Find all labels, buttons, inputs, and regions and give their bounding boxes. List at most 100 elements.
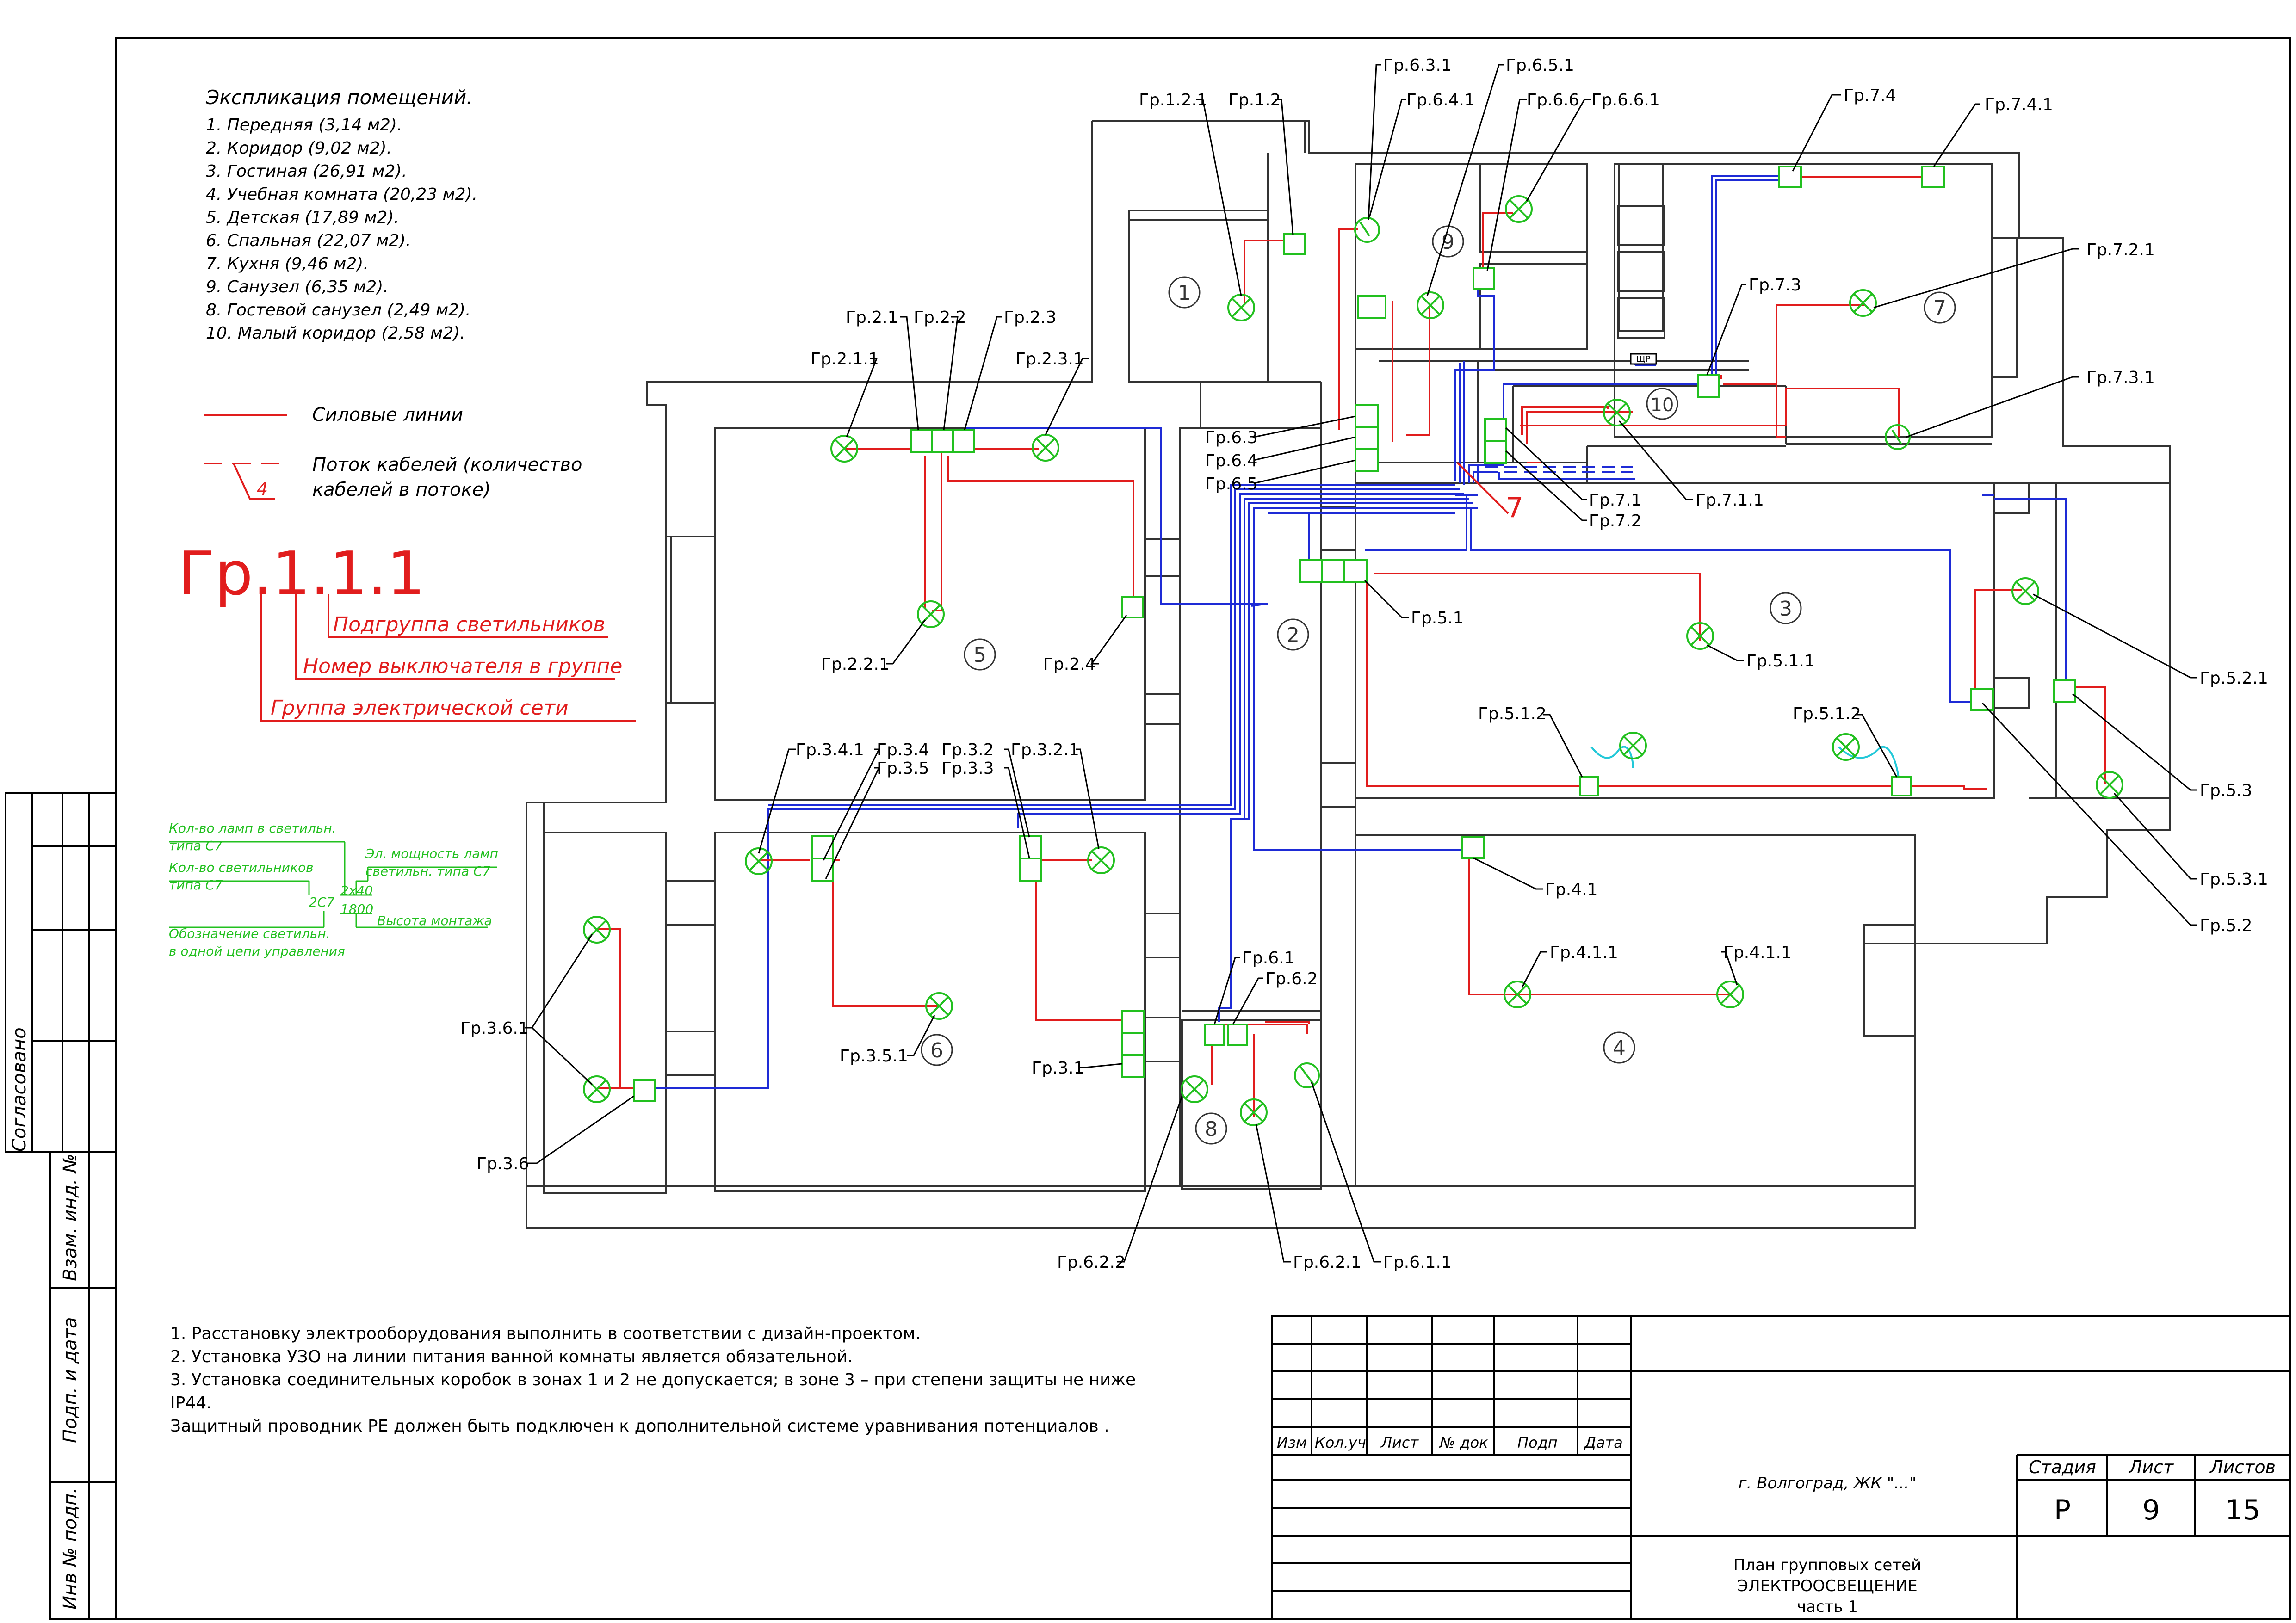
group-label: Гр.3.1	[1032, 1059, 1084, 1078]
switch-icon	[1204, 1024, 1225, 1046]
fixture-legend-height-label: Высота монтажа	[377, 913, 492, 928]
note: IP44.	[170, 1394, 212, 1413]
group-label: Гр.2.2.1	[821, 655, 890, 674]
room-number: 6	[930, 1039, 943, 1062]
switch-icon	[1579, 776, 1599, 796]
tb-header: Лист	[1380, 1434, 1419, 1451]
switch-icon	[1921, 166, 1945, 188]
leader-lines	[525, 64, 2197, 1263]
group-label: Гр.2.1.1	[811, 350, 879, 369]
tb-header: Изм	[1277, 1434, 1307, 1451]
group-label: Гр.6.2.1	[1293, 1253, 1362, 1272]
group-label: Гр.5.1.2	[1478, 704, 1547, 723]
group-label: Гр.3.2.1	[1011, 741, 1079, 759]
group-label: Гр.5.2.1	[2200, 669, 2268, 688]
group-label: Гр.3.4	[877, 741, 929, 759]
group-label: Гр.6.5.1	[1506, 56, 1574, 75]
group-label: Гр.5.3	[2200, 781, 2253, 800]
group-label: Гр.5.1	[1411, 609, 1464, 628]
group-label: Гр.7.4	[1844, 86, 1896, 105]
lamp-icon	[1832, 733, 1860, 761]
switch-icon	[1121, 1032, 1145, 1056]
group-label: Гр.2.4	[1043, 655, 1096, 674]
legend-power-lines: Силовые линии	[312, 404, 463, 426]
group-label: Гр.7.1.1	[1696, 491, 1764, 510]
room-number-labels: 1 2 3 4 5 6 7 8 9 10	[930, 230, 1946, 1141]
explication-item: 8. Гостевой санузел (2,49 м2).	[206, 301, 471, 320]
lamp-icon	[1294, 1062, 1320, 1088]
explication-item: 4. Учебная комната (20,23 м2).	[206, 185, 477, 204]
lamp-icon	[2096, 771, 2123, 799]
group-label: Гр.4.1.1	[1550, 943, 1618, 962]
room-number: 4	[1613, 1037, 1626, 1060]
group-label: Гр.2.1	[846, 308, 898, 327]
cable-flow-marker: 7	[1506, 492, 1523, 524]
group-label: Гр.3.5	[877, 759, 929, 778]
group-label: Гр.6.2	[1265, 969, 1318, 988]
fixture-legend-lamps-2: типа С7	[169, 838, 223, 853]
tb-header: № док	[1439, 1434, 1488, 1451]
room-number: 3	[1779, 597, 1792, 621]
fixture-legend: Кол-во ламп в светильн. типа С7 Кол-во с…	[169, 821, 498, 959]
group-label: Гр.5.1.1	[1746, 652, 1815, 671]
group-label: Гр.6.6	[1527, 91, 1579, 110]
group-label: Гр.6.5	[1205, 475, 1258, 494]
lamp-icon	[1240, 1098, 1268, 1126]
group-label: Гр.6.1.1	[1383, 1253, 1452, 1272]
tb-title-1: План групповых сетей	[1733, 1556, 1921, 1574]
stamp-agreed: Согласовано	[9, 1027, 30, 1152]
legend-switch-number: Номер выключателя в группе	[303, 654, 622, 678]
room-explication: Экспликация помещений. 1. Передняя (3,14…	[205, 86, 477, 343]
explication-item: 10. Малый коридор (2,58 м2).	[206, 324, 465, 343]
lamp-icon	[1619, 732, 1647, 759]
tb-header: Дата	[1584, 1434, 1623, 1451]
group-label: Гр.6.4	[1205, 451, 1258, 470]
group-label: Гр.5.2	[2200, 916, 2253, 935]
group-labels: Гр.1.2.1 Гр.1.2 Гр.6.3.1 Гр.6.4.1 Гр.6.5…	[460, 56, 2268, 1272]
tb-header: Кол.уч	[1315, 1434, 1366, 1451]
lamp-icon	[1716, 981, 1744, 1008]
stamp-sign-date: Подп. и дата	[60, 1317, 81, 1443]
group-label: Гр.2.3.1	[1015, 350, 1084, 369]
group-label: Гр.7.3	[1749, 276, 1801, 295]
lamp-icon	[1354, 217, 1380, 243]
room-number: 2	[1287, 623, 1300, 647]
fixture-legend-power-1: Эл. мощность ламп	[365, 846, 498, 861]
explication-item: 6. Спальная (22,07 м2).	[206, 231, 411, 250]
title-block-text: Изм Кол.уч Лист № док Подп Дата г. Волго…	[1277, 1434, 2276, 1616]
title-block	[1271, 1315, 2291, 1620]
switch-icon	[811, 858, 834, 882]
room-number: 1	[1178, 281, 1191, 305]
stamp-inv-no: Инв № подп.	[60, 1487, 81, 1610]
switch-icon	[1355, 404, 1379, 428]
switch-icon	[1121, 1054, 1145, 1078]
switch-icon	[1019, 858, 1042, 882]
group-label: Гр.3.5.1	[840, 1047, 908, 1066]
group-label: Гр.6.3.1	[1383, 56, 1452, 75]
fixture-legend-fixtures-2: типа С7	[169, 877, 223, 893]
legend-flow-count: 4	[257, 479, 268, 499]
group-label: Гр.3.3	[941, 759, 994, 778]
stamp-ref-no: Взам. инд. №	[60, 1154, 81, 1281]
group-label: Гр.3.6	[477, 1154, 529, 1173]
group-label: Гр.5.1.2	[1793, 704, 1861, 723]
group-label: Гр.6.2.2	[1057, 1253, 1126, 1272]
lamp-icon	[1603, 399, 1631, 426]
walls	[526, 120, 2171, 1229]
lamp-icon	[1181, 1075, 1208, 1103]
tb-sheet: 9	[2142, 1494, 2160, 1526]
switch-icon	[1891, 776, 1912, 796]
legend-subgroup: Подгруппа светильников	[333, 613, 605, 636]
tb-sheets-header: Листов	[2209, 1457, 2276, 1477]
tb-project: г. Волгоград, ЖК "..."	[1739, 1474, 1917, 1493]
legend-cable-flow-2: кабелей в потоке)	[312, 479, 491, 500]
explication-item: 9. Санузел (6,35 м2).	[206, 278, 389, 296]
switch-icon	[910, 429, 933, 453]
lamp-icon	[1686, 622, 1714, 650]
fixture-legend-power-2: светильн. типа С7	[365, 864, 491, 879]
switch-icon	[1778, 166, 1802, 188]
switch-icon	[1970, 688, 1994, 711]
switch-icon	[1697, 374, 1720, 398]
group-label: Гр.2.2	[914, 308, 966, 327]
explication-item: 1. Передняя (3,14 м2).	[206, 116, 402, 135]
